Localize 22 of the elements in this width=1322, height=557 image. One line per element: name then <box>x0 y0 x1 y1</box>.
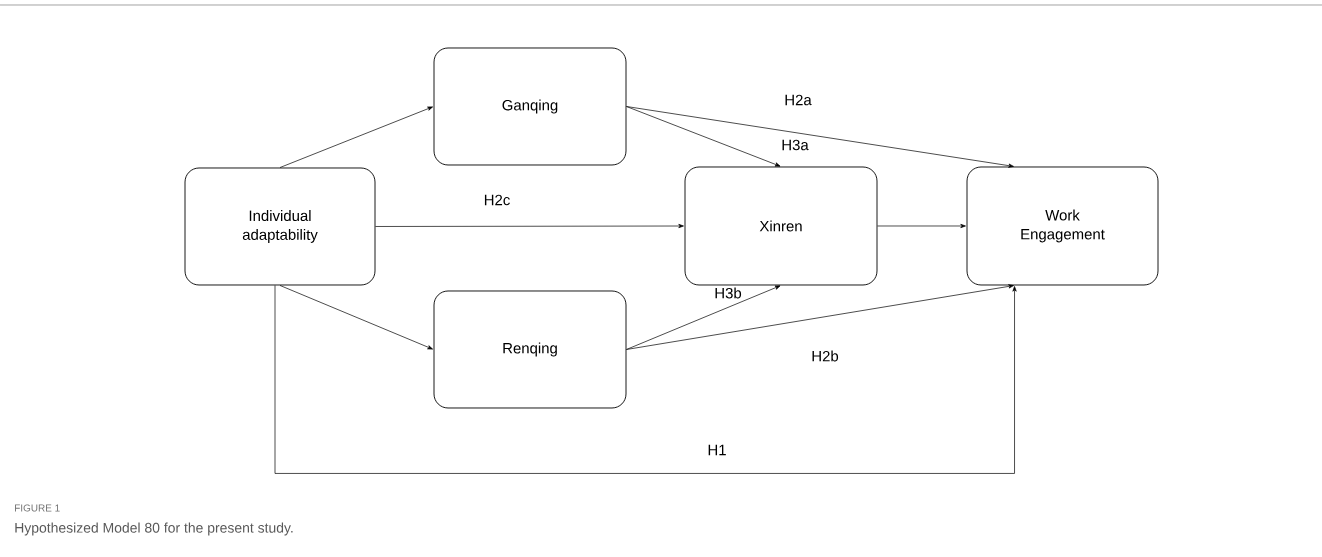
arrow <box>279 285 433 350</box>
edge-label: H3a <box>780 138 810 152</box>
process-box: Xinren <box>684 166 878 286</box>
edge-label: H1 <box>706 443 728 457</box>
figure-number: FIGURE 1 <box>15 504 60 512</box>
process-box: Individual adaptability <box>184 167 376 286</box>
process-box: Renqing <box>433 290 627 409</box>
edge-label: H2a <box>783 93 813 107</box>
edge-label: H2c <box>482 193 512 207</box>
arrow <box>279 106 433 168</box>
arrow <box>626 285 781 350</box>
arrow <box>626 284 1014 350</box>
arrow <box>626 106 1014 168</box>
arrow <box>274 285 1017 474</box>
process-box: Work Engagement <box>966 166 1159 286</box>
arrow <box>626 106 781 167</box>
edge-label: H3b <box>713 286 743 300</box>
process-box: Ganqing <box>433 47 627 166</box>
arrow <box>375 223 684 229</box>
arrow <box>877 223 966 229</box>
caption: Hypothesized Model 80 for the present study. <box>15 522 293 536</box>
edge-label: H2b <box>810 349 840 363</box>
